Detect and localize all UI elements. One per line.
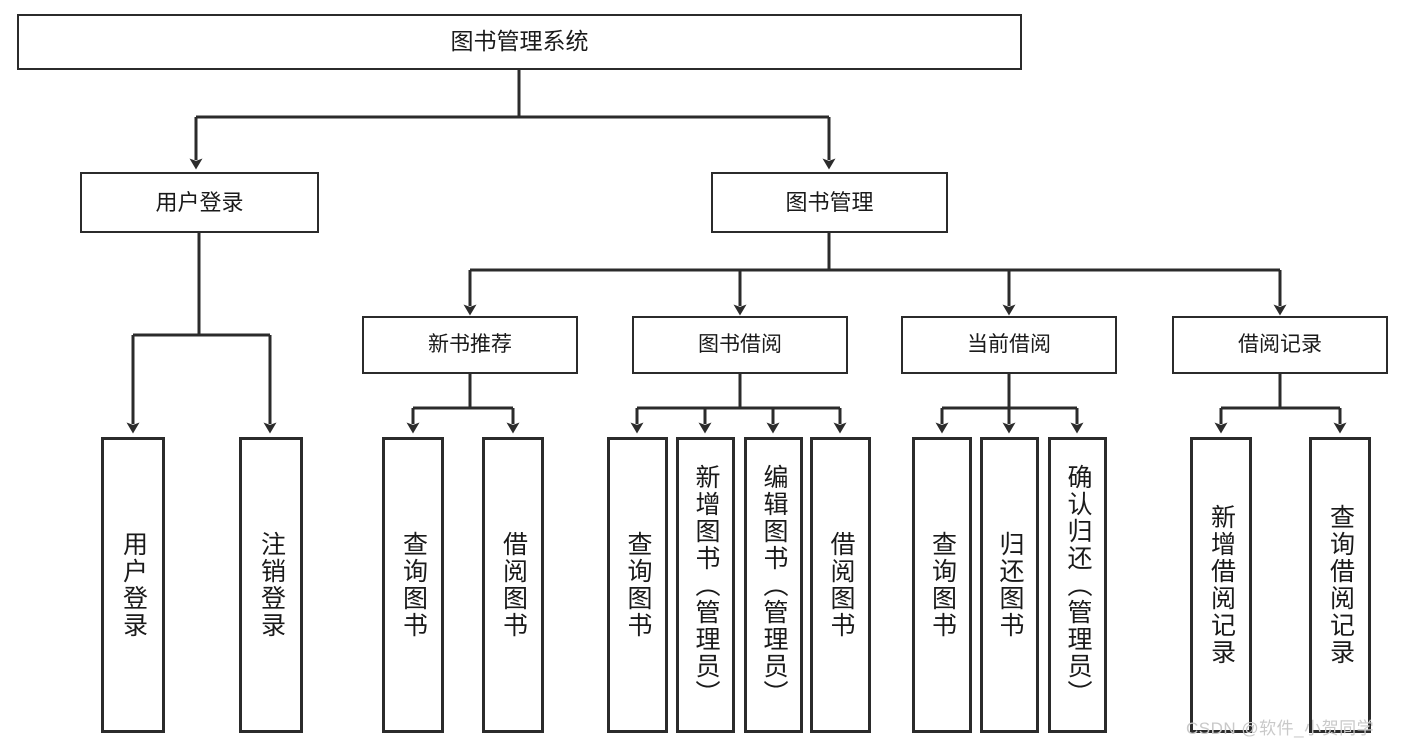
node-label: 查询图书 [399, 531, 428, 639]
node-label: 查询借阅记录 [1326, 504, 1355, 666]
node-label: 查询图书 [624, 531, 652, 639]
node-book-management[interactable]: 图书管理 [711, 172, 948, 233]
leaf-confirm-return-admin[interactable]: 确认归还（管理员） [1048, 437, 1107, 733]
node-new-book-recommend[interactable]: 新书推荐 [362, 316, 578, 374]
leaf-add-borrow-record[interactable]: 新增借阅记录 [1190, 437, 1252, 733]
node-current-borrow[interactable]: 当前借阅 [901, 316, 1117, 374]
leaf-query-borrow-record[interactable]: 查询借阅记录 [1309, 437, 1371, 733]
node-label: 查询图书 [928, 531, 957, 639]
leaf-edit-book-admin[interactable]: 编辑图书（管理员） [744, 437, 803, 733]
leaf-return-book[interactable]: 归还图书 [980, 437, 1039, 733]
leaf-query-book-borrow[interactable]: 查询图书 [607, 437, 668, 733]
node-borrow-record[interactable]: 借阅记录 [1172, 316, 1388, 374]
node-label: 注销登录 [257, 531, 286, 639]
node-label: 用户登录 [119, 531, 148, 639]
node-label: 借阅图书 [827, 531, 855, 639]
node-label: 编辑图书（管理员） [760, 463, 788, 707]
node-user-login[interactable]: 用户登录 [80, 172, 319, 233]
leaf-query-book-recommend[interactable]: 查询图书 [382, 437, 444, 733]
node-label: 借阅记录 [1238, 332, 1322, 356]
node-label: 图书管理系统 [450, 28, 589, 55]
node-label: 新增借阅记录 [1207, 504, 1236, 666]
leaf-query-book-current[interactable]: 查询图书 [912, 437, 972, 733]
leaf-borrow-book[interactable]: 借阅图书 [810, 437, 871, 733]
node-label: 图书管理 [785, 189, 874, 215]
node-root-system[interactable]: 图书管理系统 [17, 14, 1022, 70]
node-book-borrow[interactable]: 图书借阅 [632, 316, 848, 374]
node-label: 新增图书（管理员） [692, 463, 720, 707]
node-label: 确认归还（管理员） [1064, 463, 1092, 707]
node-label: 用户登录 [155, 189, 244, 215]
leaf-borrow-book-recommend[interactable]: 借阅图书 [482, 437, 544, 733]
node-label: 图书借阅 [698, 332, 782, 356]
node-label: 归还图书 [996, 531, 1024, 639]
watermark: CSDN @软件_小贺同学 [1186, 719, 1375, 738]
node-label: 当前借阅 [967, 332, 1051, 356]
node-label: 新书推荐 [428, 332, 512, 356]
node-label: 借阅图书 [499, 531, 528, 639]
leaf-user-login[interactable]: 用户登录 [101, 437, 165, 733]
leaf-logout[interactable]: 注销登录 [239, 437, 303, 733]
leaf-add-book-admin[interactable]: 新增图书（管理员） [676, 437, 735, 733]
